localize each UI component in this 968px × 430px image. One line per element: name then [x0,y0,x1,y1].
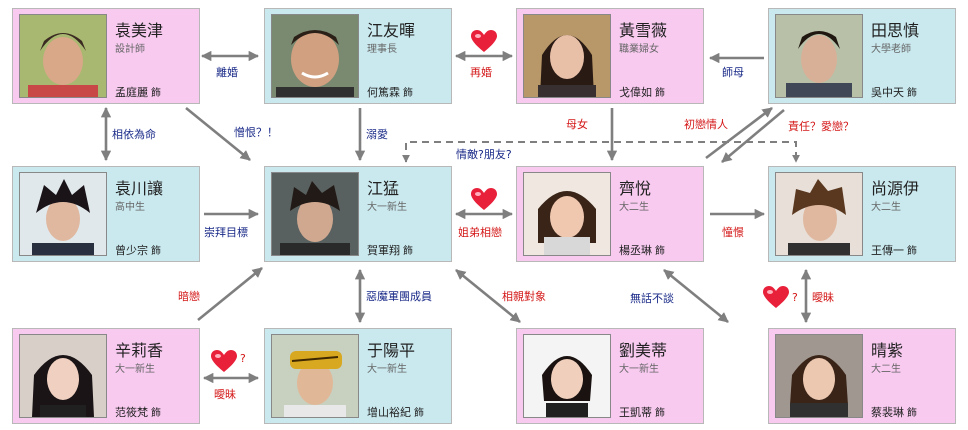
portrait-image [523,172,611,256]
label-gang-member: 惡魔軍團成員 [366,290,432,303]
label-ambiguous-right: 曖昧 [812,291,834,304]
portrait-image [775,172,863,256]
label-ambiguous-left: 曖昧 [214,388,236,401]
character-role: 大一新生 [367,202,407,213]
actor-name: 王傳一飾 [871,244,917,257]
character-card[interactable]: 齊悅 大二生 楊丞琳飾 [516,166,704,262]
actor-name: 范筱梵飾 [115,406,161,419]
character-role: 大一新生 [367,364,407,375]
label-first-love: 初戀情人 [684,118,728,131]
label-divorce: 離婚 [216,66,238,79]
label-rival-or-friend: 情敵?朋友? [456,148,512,161]
character-role: 高中生 [115,202,145,213]
portrait-image [523,14,611,98]
character-name: 齊悅 [619,179,652,198]
character-name: 田思慎 [871,21,920,40]
character-card[interactable]: 袁川讓 高中生 曾少宗飾 [12,166,200,262]
character-name: 江猛 [367,179,400,198]
line-rival-or-friend [402,141,800,163]
label-mother-daughter: 母女 [566,118,588,131]
character-name: 江友暉 [367,21,416,40]
line-first-love-b [721,109,785,163]
label-blind-date: 相親對象 [502,290,546,303]
line-hatred [185,106,251,162]
label-doting: 溺愛 [366,128,388,141]
character-name: 尚源伊 [871,179,920,198]
character-role: 大二生 [619,202,649,213]
label-admire: 憧憬 [722,226,744,239]
character-name: 袁川讓 [115,179,164,198]
label-confidant: 無話不談 [630,292,674,305]
portrait-image [775,14,863,98]
portrait-image [523,334,611,418]
actor-name: 王凱蒂飾 [619,406,665,419]
heart-icon [762,286,790,314]
character-role: 大學老師 [871,44,911,55]
character-name: 晴紫 [871,341,904,360]
character-card[interactable]: 晴紫 大二生 蔡裴琳飾 [768,328,956,424]
heart-icon [470,30,498,58]
actor-name: 增山裕紀飾 [367,406,424,419]
character-role: 大二生 [871,364,901,375]
character-name: 袁美津 [115,21,164,40]
character-card[interactable]: 袁美津 設計師 孟庭麗飾 [12,8,200,104]
actor-name: 蔡裴琳飾 [871,406,917,419]
character-name: 辛莉香 [115,341,164,360]
character-role: 大一新生 [619,364,659,375]
portrait-image [271,14,359,98]
actor-name: 楊丞琳飾 [619,244,665,257]
character-card[interactable]: 田思慎 大學老師 吳中天飾 [768,8,956,104]
character-card[interactable]: 尚源伊 大二生 王傳一飾 [768,166,956,262]
question-mark: ? [240,352,246,365]
character-card[interactable]: 于陽平 大一新生 增山裕紀飾 [264,328,452,424]
character-card[interactable]: 江猛 大一新生 賀軍翔飾 [264,166,452,262]
character-role: 大一新生 [115,364,155,375]
actor-name: 戈偉如飾 [619,86,665,99]
character-name: 于陽平 [367,341,416,360]
portrait-image [19,14,107,98]
heart-icon [470,188,498,216]
label-crush: 暗戀 [178,290,200,303]
character-name: 黃雪薇 [619,21,668,40]
portrait-image [271,172,359,256]
character-name: 劉美蒂 [619,341,668,360]
line-confidant [663,268,729,324]
portrait-image [19,334,107,418]
character-role: 職業婦女 [619,44,659,55]
portrait-image [19,172,107,256]
actor-name: 賀軍翔飾 [367,244,413,257]
actor-name: 孟庭麗飾 [115,86,161,99]
line-first-love-a [705,106,773,160]
portrait-image [271,334,359,418]
character-role: 理事長 [367,44,397,55]
character-card[interactable]: 辛莉香 大一新生 范筱梵飾 [12,328,200,424]
label-worship: 崇拜目標 [204,226,248,239]
portrait-image [775,334,863,418]
label-remarry: 再婚 [470,66,492,79]
heart-icon [210,350,238,378]
line-crush [197,266,263,322]
question-mark: ? [792,291,798,304]
label-hatred: 憎恨？！ [234,126,278,139]
character-role: 設計師 [115,44,145,55]
label-master-wife: 師母 [722,66,744,79]
character-card[interactable]: 劉美蒂 大一新生 王凱蒂飾 [516,328,704,424]
character-card[interactable]: 江友暉 理事長 何篤霖飾 [264,8,452,104]
line-blind-date [455,268,521,324]
actor-name: 曾少宗飾 [115,244,161,257]
label-sibling-love: 姐弟相戀 [458,226,502,239]
label-responsibility: 責任？愛戀？ [788,120,854,133]
character-card[interactable]: 黃雪薇 職業婦女 戈偉如飾 [516,8,704,104]
actor-name: 何篤霖飾 [367,86,413,99]
label-mutual-dependence: 相依為命 [112,128,156,141]
character-role: 大二生 [871,202,901,213]
actor-name: 吳中天飾 [871,86,917,99]
